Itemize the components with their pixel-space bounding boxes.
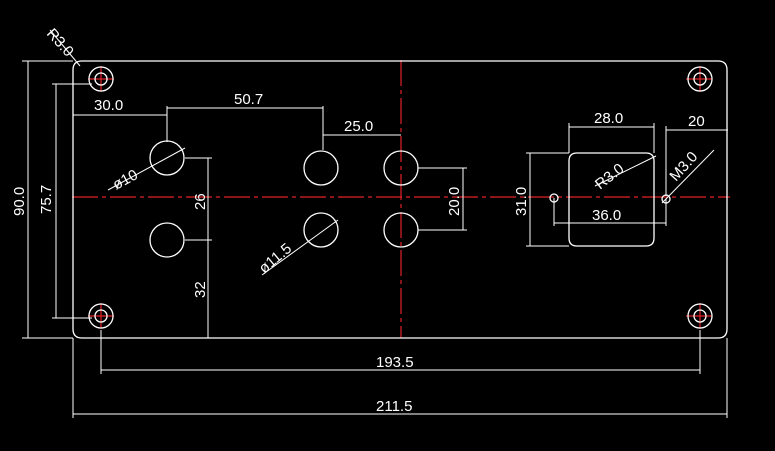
corner-radius-label: R3.0 (43, 25, 77, 60)
hole-dia-large-leader (107, 147, 186, 191)
centerlines (72, 60, 730, 338)
part-geometry (72, 60, 728, 339)
hole-row-height-label: 75.7 (38, 185, 55, 214)
dimension-lines (22, 29, 728, 418)
hole-dia-large-label: ø10 (110, 166, 141, 193)
hole-dia-medium-leader (261, 219, 339, 276)
cutout-radius-leader (594, 155, 657, 187)
hole-spacing-b-label: 25.0 (344, 118, 373, 135)
dimension-labels: R3.0 90.0 75.7 30.0 50.7 25.0 ø10 ø11.5 … (11, 25, 705, 415)
hole-spacing-a-label: 50.7 (234, 91, 263, 108)
screw-size-leader (661, 149, 715, 204)
hole-span-label: 193.5 (376, 354, 414, 371)
corner-hole-tr-inner (693, 72, 707, 86)
vertical-gap-left-label: 26 (192, 193, 209, 210)
corner-hole-br-inner (693, 309, 707, 323)
left-offset-label: 30.0 (94, 97, 123, 114)
corner-hole-bl-outer (88, 303, 114, 329)
hole-mid-top (303, 150, 339, 186)
cutout-radius-label: R3.0 (592, 160, 627, 193)
screw-offset-label: 20 (688, 113, 705, 130)
cutout-height-label: 31.0 (513, 187, 530, 216)
corner-radius-leader (49, 29, 81, 67)
panel-outline (72, 60, 728, 339)
hole-mid-bottom (303, 212, 339, 248)
cutout-top-width-label: 28.0 (594, 110, 623, 127)
lower-offset-left-label: 32 (192, 281, 209, 298)
overall-width-label: 211.5 (376, 398, 412, 415)
corner-hole-tl-outer (88, 66, 114, 92)
corner-hole-tr-outer (687, 66, 713, 92)
vertical-gap-right-label: 20.0 (446, 187, 463, 216)
corner-hole-br-outer (687, 303, 713, 329)
screw-size-label: M3.0 (666, 149, 701, 185)
hole-left-bottom (149, 222, 185, 258)
corner-hole-bl-inner (94, 309, 108, 323)
corner-hole-tl-inner (94, 72, 108, 86)
hole-dia-medium-label: ø11.5 (256, 240, 295, 277)
rectangular-cutout (568, 152, 655, 247)
overall-height-label: 90.0 (11, 187, 28, 216)
cutout-bottom-width-label: 36.0 (592, 207, 621, 224)
